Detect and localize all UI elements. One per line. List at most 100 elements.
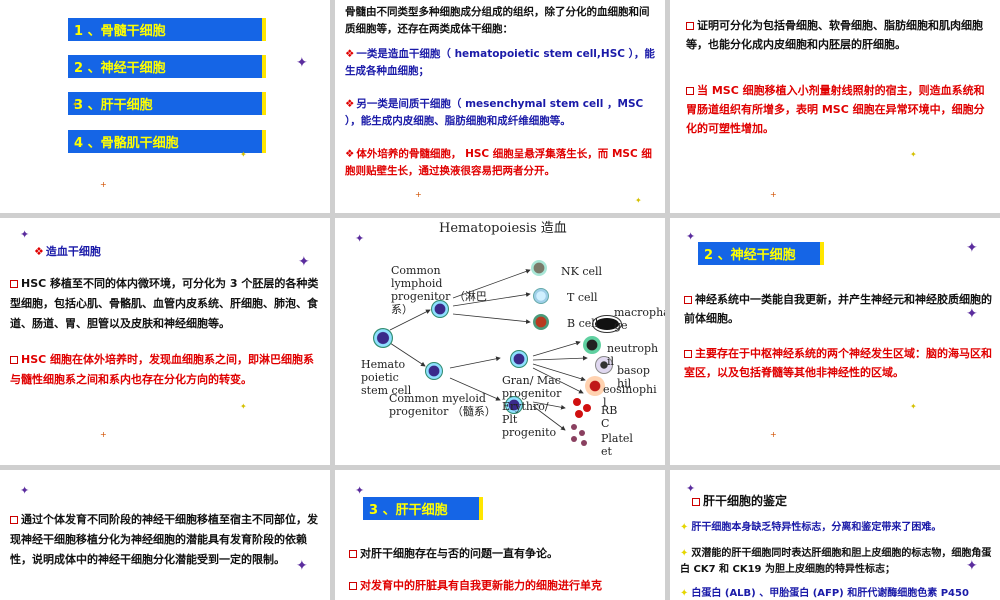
- rbc-label: RB C: [601, 404, 618, 430]
- hsc-paragraph: ❖一类是造血干细胞（ hematopoietic stem cell,HSC ）…: [345, 46, 657, 80]
- slide-1[interactable]: 1 、骨髓干细胞 2 、神经干细胞 3 、肝干细胞 4 、骨骼肌干细胞 ✦ ✦ …: [0, 0, 330, 213]
- b-cell-label: B cell: [567, 317, 599, 330]
- sparkle-icon: ✦: [686, 230, 696, 243]
- platelet-icon: [579, 430, 585, 436]
- sparkle-icon: +: [100, 430, 107, 439]
- menu-item-bone-marrow[interactable]: 1 、骨髓干细胞: [68, 18, 266, 41]
- diamond-bullet-icon: ❖: [345, 98, 355, 110]
- liver-marker-bullet-1: ✦肝干细胞本身缺乏特异性标志，分离和鉴定带来了困难。: [680, 520, 992, 536]
- sparkle-icon: ✦: [966, 558, 978, 574]
- msc-plasticity-text: 当 MSC 细胞移植入小剂量射线照射的宿主，则造血系统和胃肠道组织有所增多，表明…: [686, 84, 985, 135]
- checkbox-bullet-icon: [684, 296, 692, 304]
- checkbox-bullet-icon: [10, 356, 18, 364]
- neural-location-paragraph: 主要存在于中枢神经系统的两个神经发生区域：脑的海马区和室区，以及包括脊髓等其他非…: [684, 344, 992, 382]
- sparkle-icon: +: [100, 180, 107, 189]
- msc-paragraph: ❖另一类是间质干细胞（ mesenchymal stem cell ，MSC ）…: [345, 96, 657, 130]
- sparkle-icon: ✦: [20, 228, 30, 241]
- msc-potential-paragraph: 证明可分化为包括骨细胞、软骨细胞、脂肪细胞和肌肉细胞等，也能分化成内皮细胞和内胚…: [686, 16, 991, 54]
- hsc-heading-text: 造血干细胞: [45, 245, 101, 258]
- liver-marker-bullet-2: ✦双潜能的肝干细胞同时表达肝细胞和胆上皮细胞的标志物，细胞角蛋白 CK7 和 C…: [680, 546, 992, 578]
- menu-item-liver[interactable]: 3 、肝干细胞: [68, 92, 266, 115]
- yellow-bullet-icon: ✦: [680, 548, 689, 559]
- sparkle-icon: ✦: [966, 306, 978, 322]
- basophil-icon: [595, 356, 613, 374]
- neutrophil-label: neutroph il: [607, 342, 659, 368]
- liver-clone-text: 对发育中的肝脏具有自我更新能力的细胞进行单克: [360, 579, 602, 592]
- sparkle-icon: ✦: [355, 232, 365, 245]
- sparkle-icon: ✦: [240, 150, 247, 159]
- lymphoid-cell-icon: [431, 300, 449, 318]
- hsc-heading: ❖造血干细胞: [34, 242, 101, 261]
- sparkle-icon: +: [415, 190, 422, 199]
- hsc-culture-paragraph: HSC 细胞在体外培养时，发现血细胞系之间，即淋巴细胞系与髓性细胞系之间和系内也…: [10, 350, 322, 390]
- liver-debate-paragraph: 对肝干细胞存在与否的问题一直有争论。: [349, 544, 657, 563]
- sparkle-icon: +: [770, 190, 777, 199]
- slide-4[interactable]: ✦ ❖造血干细胞 HSC 移植至不同的体内微环境，可分化为 3 个胚层的各种类型…: [0, 218, 330, 465]
- neural-stem-cell-title[interactable]: 2 、神经干细胞: [698, 242, 824, 265]
- sparkle-icon: ✦: [635, 196, 642, 205]
- t-cell-label: T cell: [567, 291, 598, 304]
- hsc-transplant-paragraph: HSC 移植至不同的体内微环境，可分化为 3 个胚层的各种类型细胞，包括心肌、骨…: [10, 274, 322, 334]
- intro-text: 骨髓由不同类型多种细胞成分组成的组织，除了分化的血细胞和间质细胞等，还存在两类成…: [345, 6, 650, 35]
- yellow-bullet-icon: ✦: [680, 522, 689, 533]
- gran-progenitor-cell-icon: [510, 350, 528, 368]
- sparkle-icon: ✦: [910, 402, 917, 411]
- slide-5-hematopoiesis-diagram[interactable]: Hematopoiesis 造血 ✦: [335, 218, 665, 465]
- hsc-culture-text: HSC 细胞在体外培养时，发现血细胞系之间，即淋巴细胞系与髓性细胞系之间和系内也…: [10, 353, 315, 386]
- slide-6[interactable]: ✦ 2 、神经干细胞 ✦ 神经系统中一类能自我更新，并产生神经元和神经胶质细胞的…: [670, 218, 1000, 465]
- macrophage-label: macropha ge: [614, 306, 665, 332]
- platelet-icon: [571, 424, 577, 430]
- menu-item-neural[interactable]: 2 、神经干细胞: [68, 55, 266, 78]
- myeloid-cell-icon: [425, 362, 443, 380]
- msc-text: 另一类是间质干细胞（ mesenchymal stem cell ，MSC ），…: [345, 98, 644, 127]
- liver-stem-cell-title[interactable]: 3 、肝干细胞: [363, 497, 483, 520]
- neural-transplant-paragraph: 通过个体发育不同阶段的神经干细胞移植至宿主不同部位，发现神经干细胞移植分化为神经…: [10, 510, 322, 570]
- neural-definition-text: 神经系统中一类能自我更新，并产生神经元和神经胶质细胞的前体细胞。: [684, 293, 992, 325]
- gran-erythro-label: Gran/ Mac progenitor Erythro/ Plt progen…: [502, 374, 562, 439]
- diagram-arrows: [389, 269, 588, 431]
- eosinophil-icon: [585, 376, 605, 396]
- liver-identification-heading-text: 肝干细胞的鉴定: [703, 494, 788, 508]
- checkbox-bullet-icon: [10, 280, 18, 288]
- slide-7[interactable]: ✦ 通过个体发育不同阶段的神经干细胞移植至宿主不同部位，发现神经干细胞移植分化为…: [0, 470, 330, 600]
- checkbox-bullet-icon: [692, 498, 700, 506]
- liver-marker-text-1: 肝干细胞本身缺乏特异性标志，分离和鉴定带来了困难。: [691, 522, 942, 533]
- sparkle-icon: ✦: [355, 484, 365, 497]
- liver-marker-bullet-3: ✦白蛋白 (ALB) 、甲胎蛋白 (AFP) 和肝代谢酶细胞色素 P450: [680, 586, 992, 600]
- sparkle-icon: ✦: [686, 482, 696, 495]
- checkbox-bullet-icon: [684, 350, 692, 358]
- nk-cell-icon: [531, 260, 547, 276]
- hsc-cell-icon: [373, 328, 393, 348]
- hsc-text: 一类是造血干细胞（ hematopoietic stem cell,HSC ），…: [345, 48, 655, 77]
- checkbox-bullet-icon: [349, 582, 357, 590]
- eosinophil-label: eosinophi l: [603, 383, 657, 409]
- neural-location-text: 主要存在于中枢神经系统的两个神经发生区域：脑的海马区和室区，以及包括脊髓等其他非…: [684, 347, 992, 379]
- diamond-bullet-icon: ❖: [345, 48, 355, 60]
- platelet-icon: [581, 440, 587, 446]
- sparkle-icon: ✦: [296, 558, 308, 574]
- myeloid-label: Common myeloid progenitor （髓系）: [389, 392, 496, 418]
- culture-text: 体外培养的骨髓细胞， HSC 细胞呈悬浮集落生长，而 MSC 细胞则贴壁生长，通…: [345, 148, 652, 177]
- sparkle-icon: ✦: [966, 240, 978, 256]
- b-cell-icon: [533, 314, 549, 330]
- yellow-bullet-icon: ✦: [680, 588, 689, 599]
- sparkle-icon: ✦: [72, 100, 79, 109]
- sparkle-icon: ✦: [298, 254, 310, 270]
- menu-item-muscle[interactable]: 4 、骨骼肌干细胞: [68, 130, 266, 153]
- sparkle-icon: ✦: [240, 402, 247, 411]
- msc-plasticity-paragraph: 当 MSC 细胞移植入小剂量射线照射的宿主，则造血系统和胃肠道组织有所增多，表明…: [686, 81, 991, 138]
- sparkle-icon: ✦: [296, 55, 308, 71]
- liver-clone-paragraph: 对发育中的肝脏具有自我更新能力的细胞进行单克: [349, 576, 657, 595]
- rbc-icon: [583, 404, 591, 412]
- sparkle-icon: ✦: [20, 484, 30, 497]
- platelet-label: Platel et: [601, 432, 633, 458]
- slide-3[interactable]: 证明可分化为包括骨细胞、软骨细胞、脂肪细胞和肌肉细胞等，也能分化成内皮细胞和内胚…: [670, 0, 1000, 213]
- slide-2[interactable]: 骨髓由不同类型多种细胞成分组成的组织，除了分化的血细胞和间质细胞等，还存在两类成…: [335, 0, 665, 213]
- basophil-label: basop hil: [617, 364, 650, 390]
- slide-9[interactable]: ✦ 肝干细胞的鉴定 ✦肝干细胞本身缺乏特异性标志，分离和鉴定带来了困难。 ✦双潜…: [670, 470, 1000, 600]
- diagram-title: Hematopoiesis 造血: [439, 221, 567, 236]
- slide-8[interactable]: ✦ 3 、肝干细胞 对肝干细胞存在与否的问题一直有争论。 对发育中的肝脏具有自我…: [335, 470, 665, 600]
- lymphoid-label: Common lymphoid progenitor （淋巴系）: [391, 264, 487, 316]
- rbc-icon: [573, 398, 581, 406]
